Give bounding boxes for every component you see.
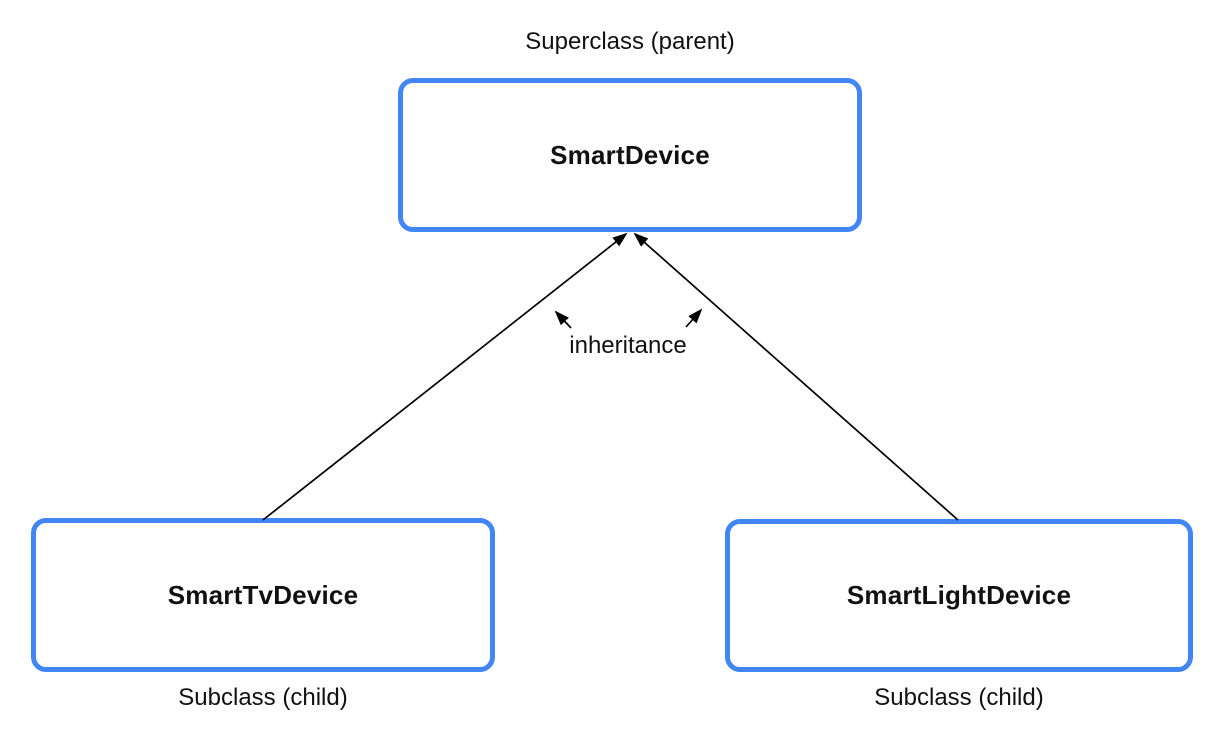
subclass-left-caption: Subclass (child) — [178, 684, 348, 711]
inheritance-arrow-from-smarttvdevice — [262, 232, 628, 521]
inheritance-label-pointer-left-icon — [554, 310, 572, 329]
superclass-box-title: SmartDevice — [550, 139, 710, 170]
superclass-box: SmartDevice — [398, 78, 862, 232]
inheritance-label-pointer-right-icon — [685, 308, 703, 328]
superclass-caption: Superclass (parent) — [525, 28, 735, 55]
subclass-box-smarttvdevice: SmartTvDevice — [31, 518, 495, 672]
inheritance-arrow-from-smartlightdevice — [633, 232, 959, 521]
subclass-right-caption: Subclass (child) — [874, 684, 1044, 711]
subclass-box-smartlightdevice: SmartLightDevice — [725, 519, 1193, 672]
subclass-box-smartlightdevice-title: SmartLightDevice — [846, 580, 1072, 610]
inheritance-label: inheritance — [569, 332, 687, 359]
subclass-box-smarttvdevice-title: SmartTvDevice — [167, 579, 359, 610]
